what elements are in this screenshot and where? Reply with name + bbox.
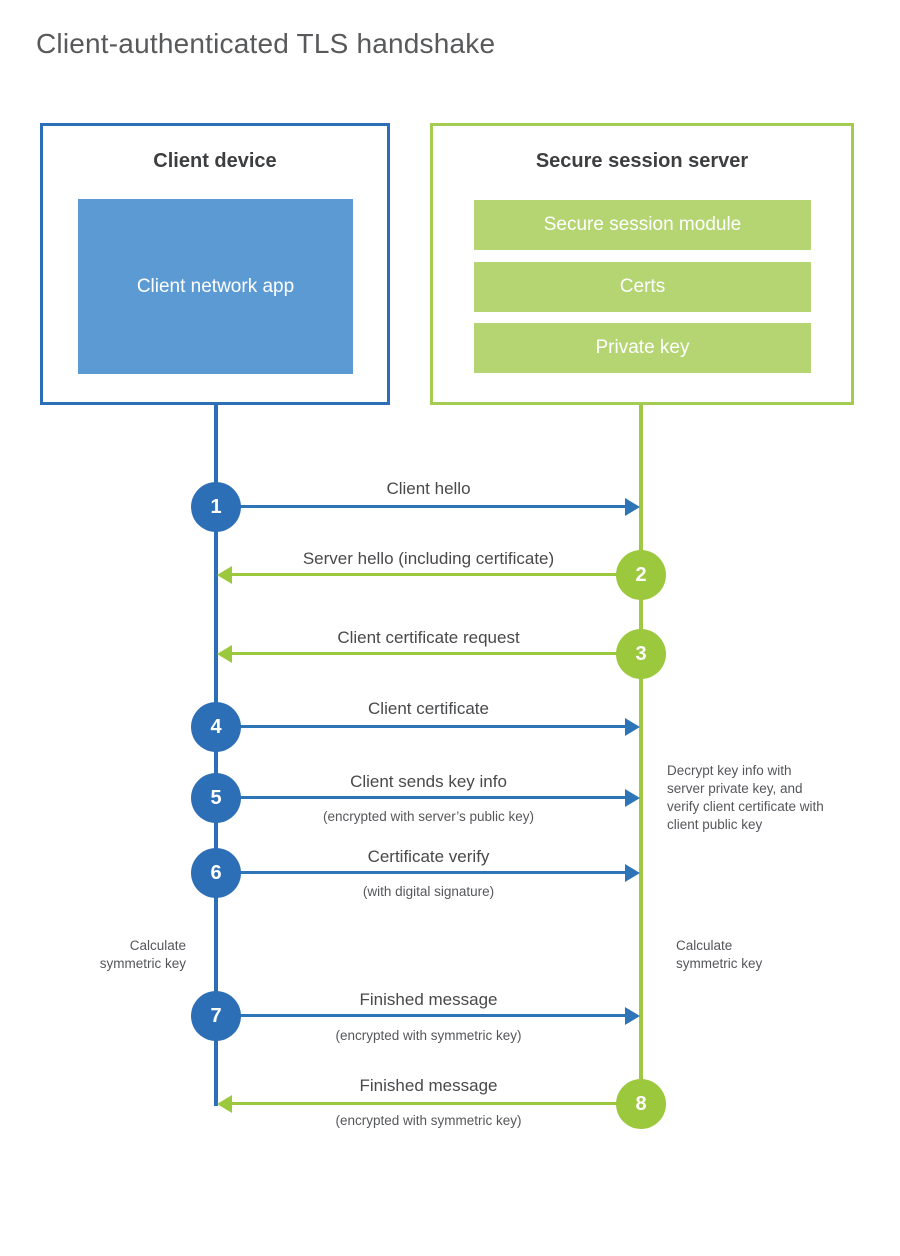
server-lifeline xyxy=(639,405,643,1106)
decrypt-note: Decrypt key info with server private key… xyxy=(667,763,824,832)
message-label: Certificate verify xyxy=(367,847,490,866)
message-label: Client certificate request xyxy=(337,628,520,647)
step-badge-8: 8 xyxy=(616,1079,666,1129)
message-sublabel: (encrypted with symmetric key) xyxy=(335,1028,522,1043)
server-module-secure-session: Secure session module xyxy=(474,200,811,250)
arrow-right-icon xyxy=(625,1007,640,1025)
server-module-private-key: Private key xyxy=(474,323,811,373)
message-sublabel: (with digital signature) xyxy=(362,884,495,899)
message-label: Server hello (including certificate) xyxy=(302,549,555,568)
secure-session-server-title: Secure session server xyxy=(535,150,749,172)
client-network-app-box: Client network app xyxy=(78,199,353,374)
message-label: Client hello xyxy=(386,479,471,498)
arrow-line xyxy=(216,1014,626,1017)
message-label: Client sends key info xyxy=(350,772,507,791)
server-module-certs: Certs xyxy=(474,262,811,312)
arrow-line xyxy=(231,1102,641,1105)
arrow-line xyxy=(216,796,626,799)
arrow-right-icon xyxy=(625,864,640,882)
step-badge-3: 3 xyxy=(616,629,666,679)
arrow-line xyxy=(216,871,626,874)
secure-session-server-box: Secure session server Secure session mod… xyxy=(430,123,854,405)
message-label: Client certificate xyxy=(368,699,489,718)
client-device-box: Client device Client network app xyxy=(40,123,390,405)
calculate-symmetric-key-note-server: Calculate symmetric key xyxy=(676,938,763,971)
calculate-symmetric-key-note-client: Calculate symmetric key xyxy=(99,938,186,971)
client-network-app-label: Client network app xyxy=(136,276,295,297)
step-badge-7: 7 xyxy=(191,991,241,1041)
page-title: Client-authenticated TLS handshake xyxy=(36,28,496,59)
step-badge-4: 4 xyxy=(191,702,241,752)
step-badge-6: 6 xyxy=(191,848,241,898)
arrow-right-icon xyxy=(625,498,640,516)
arrow-line xyxy=(231,652,641,655)
arrow-left-icon xyxy=(217,566,232,584)
arrow-left-icon xyxy=(217,1095,232,1113)
message-sublabel: (encrypted with server’s public key) xyxy=(322,809,535,824)
arrow-left-icon xyxy=(217,645,232,663)
step-badge-5: 5 xyxy=(191,773,241,823)
message-label: Finished message xyxy=(359,990,498,1009)
client-lifeline xyxy=(214,405,218,1106)
arrow-line xyxy=(231,573,641,576)
arrow-line xyxy=(216,505,626,508)
message-label: Finished message xyxy=(359,1076,498,1095)
step-badge-2: 2 xyxy=(616,550,666,600)
step-badge-1: 1 xyxy=(191,482,241,532)
arrow-right-icon xyxy=(625,718,640,736)
arrow-right-icon xyxy=(625,789,640,807)
client-device-title: Client device xyxy=(153,150,277,172)
message-sublabel: (encrypted with symmetric key) xyxy=(335,1113,522,1128)
arrow-line xyxy=(216,725,626,728)
